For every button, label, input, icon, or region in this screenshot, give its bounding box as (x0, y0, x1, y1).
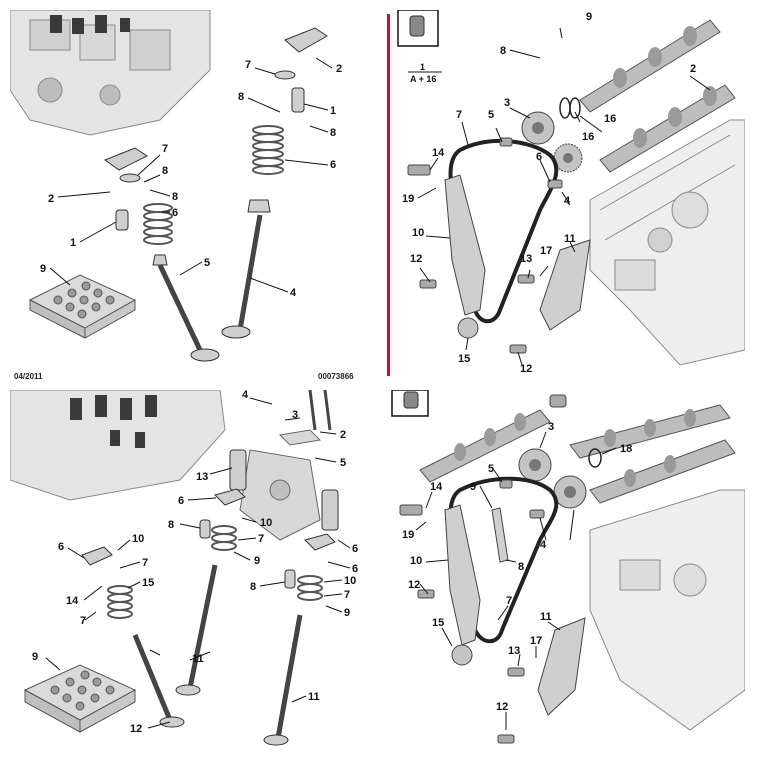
callout: 12 (520, 363, 532, 375)
callout: 5 (204, 257, 210, 269)
callout: 5 (488, 463, 494, 475)
callout: 7 (162, 143, 168, 155)
callout: 2 (690, 63, 696, 75)
callout: 5 (488, 109, 494, 121)
callout: 2 (340, 429, 346, 441)
callout: 8 (238, 91, 244, 103)
callout: 4 (564, 195, 571, 207)
callout: 7 (456, 109, 462, 121)
callout: 6 (330, 159, 336, 171)
callout: 4 (290, 287, 297, 299)
callout: 6 (58, 541, 64, 553)
callout: 14 (66, 595, 79, 607)
callout: 2 (48, 193, 54, 205)
callout: 7 (344, 589, 350, 601)
timing-chain-drawing-2: 3 18 14 19 9 5 4 10 8 12 7 15 11 17 13 1… (391, 390, 745, 744)
callout: 15 (458, 353, 470, 365)
callout: 13 (508, 645, 520, 657)
callout: 10 (412, 227, 424, 239)
callout: 8 (330, 127, 336, 139)
callout: 9 (470, 481, 476, 493)
callout: 15 (432, 617, 444, 629)
callout: 17 (530, 635, 542, 647)
panel-valve-train-bottom: 4 3 2 5 13 6 10 7 8 9 8 6 6 10 7 9 6 10 … (10, 390, 370, 760)
valve-train-drawing-2: 4 3 2 5 13 6 10 7 8 9 8 6 6 10 7 9 6 10 … (10, 390, 358, 746)
callout: 3 (548, 421, 554, 433)
callout: 12 (408, 579, 420, 591)
callout: 10 (132, 533, 144, 545)
callout: 15 (142, 577, 154, 589)
callout: 19 (402, 193, 414, 205)
callout: 12 (130, 723, 142, 735)
callout: 2 (336, 63, 342, 75)
callout: 7 (245, 59, 251, 71)
footer-date: 04/2011 (14, 372, 43, 380)
panel-timing-chain-bottom: 3 18 14 19 9 5 4 10 8 12 7 15 11 17 13 1… (390, 390, 745, 760)
fraction-denominator: A + 16 (410, 74, 436, 84)
callout: 6 (178, 495, 184, 507)
callout: 6 (352, 543, 358, 555)
accent-bar (387, 14, 391, 376)
panel-valve-train-top: 7 2 8 1 8 6 7 8 8 2 6 1 9 5 4 04/2011 00… (10, 10, 370, 380)
callout: 8 (518, 561, 524, 573)
callout: 17 (540, 245, 552, 257)
callout: 10 (410, 555, 422, 567)
callout: 6 (536, 151, 542, 163)
callout: 11 (564, 233, 576, 245)
callout: 4 (540, 539, 547, 551)
footer-reference: 00073866 (318, 372, 354, 380)
panel-timing-chain-top: 9 8 2 3 5 16 16 7 14 6 19 4 10 11 12 17 … (390, 10, 745, 380)
callout: 16 (582, 131, 594, 143)
callout: 5 (340, 457, 346, 469)
timing-chain-drawing: 9 8 2 3 5 16 16 7 14 6 19 4 10 11 12 17 … (397, 10, 745, 375)
callout: 11 (308, 691, 320, 703)
callout: 6 (172, 207, 178, 219)
callout: 14 (432, 147, 445, 159)
callout: 13 (196, 471, 208, 483)
callout: 14 (430, 481, 443, 493)
callout: 7 (142, 557, 148, 569)
callout: 8 (250, 581, 256, 593)
callout: 12 (496, 701, 508, 713)
callout: 9 (32, 651, 38, 663)
fraction-numerator: 1 (420, 62, 425, 72)
callout: 19 (402, 529, 414, 541)
callout: 16 (604, 113, 616, 125)
callout: 7 (258, 533, 264, 545)
callout: 4 (242, 390, 249, 401)
callout: 6 (352, 563, 358, 575)
callout: 3 (292, 409, 298, 421)
callout: 7 (506, 595, 512, 607)
callout: 3 (504, 97, 510, 109)
callout: 1 (330, 105, 336, 117)
callout: 9 (344, 607, 350, 619)
callout: 8 (172, 191, 178, 203)
callout: 9 (254, 555, 260, 567)
callout: 1 (70, 237, 76, 249)
callout: 11 (540, 611, 552, 623)
callout: 9 (586, 11, 592, 23)
callout: 9 (40, 263, 46, 275)
valve-train-drawing: 7 2 8 1 8 6 7 8 8 2 6 1 9 5 4 (10, 10, 342, 362)
callout: 13 (520, 253, 532, 265)
callout: 8 (168, 519, 174, 531)
callout: 7 (80, 615, 86, 627)
callout: 10 (344, 575, 356, 587)
callout: 8 (162, 165, 168, 177)
callout: 18 (620, 443, 632, 455)
callout: 11 (192, 653, 204, 665)
callout: 12 (410, 253, 422, 265)
callout: 8 (500, 45, 506, 57)
callout: 10 (260, 517, 272, 529)
